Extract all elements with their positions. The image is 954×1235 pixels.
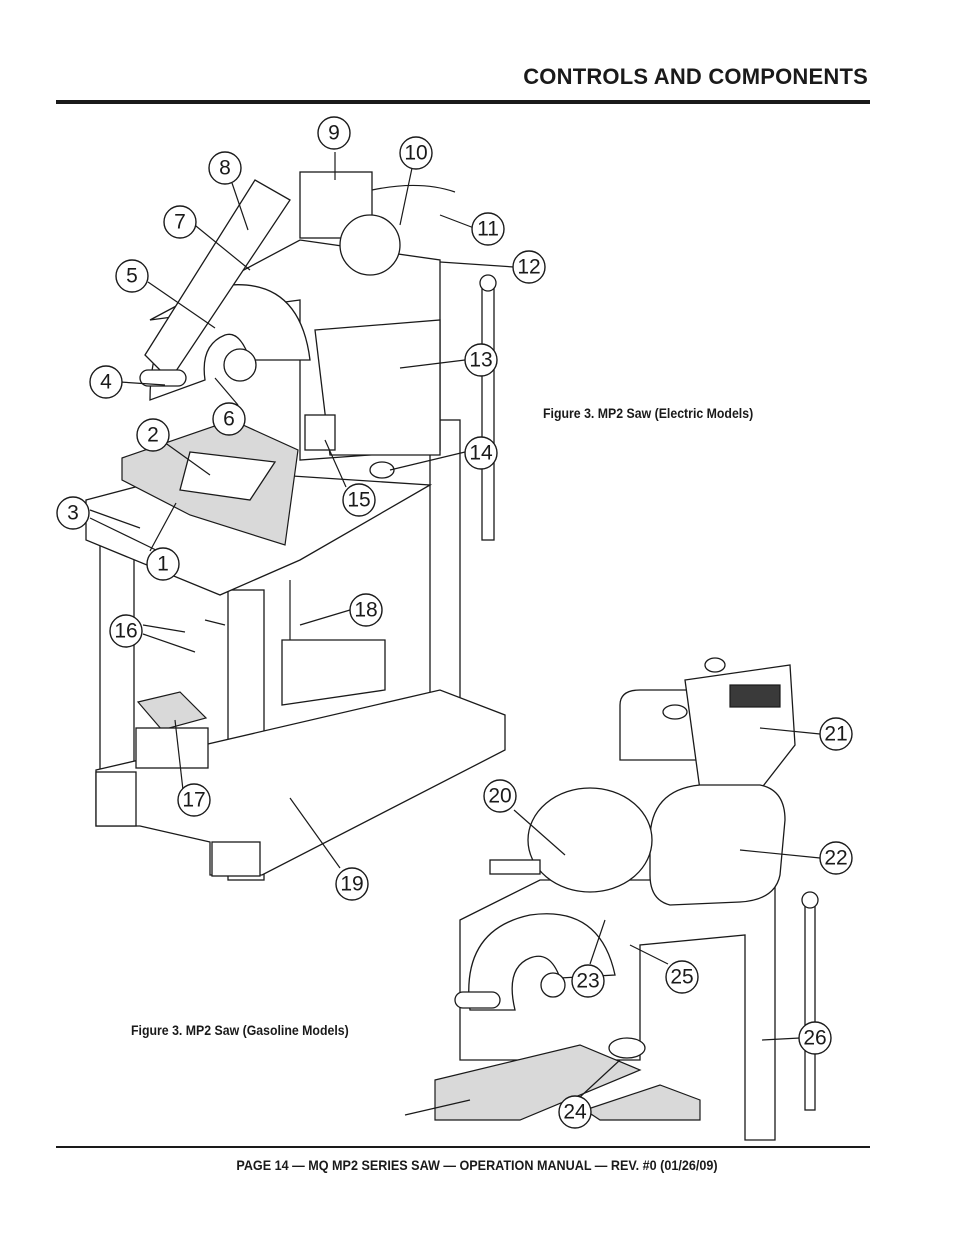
mast-cap [479,274,497,292]
callout-label: 17 [182,789,205,812]
callout-16: 16 [109,614,143,648]
callout-label: 23 [576,970,599,993]
callout-8: 8 [208,151,242,185]
mast [481,279,495,541]
gas-water-pump [608,1037,646,1059]
callout-5: 5 [115,259,149,293]
gas-table-edge [404,1099,471,1116]
electric-saw-drawing [85,171,506,881]
callout-label: 19 [340,873,363,896]
water-pump [304,414,336,451]
callout-17: 17 [177,783,211,817]
callout-label: 13 [469,349,492,372]
callout-22: 22 [819,841,853,875]
callout-23: 23 [571,964,605,998]
callout-label: 16 [114,620,137,643]
base-foot-left [95,771,137,827]
callout-label: 8 [219,157,231,180]
callout-label: 5 [126,265,138,288]
callout-label: 14 [469,442,493,465]
callout-label: 22 [824,847,847,870]
cart-tray [179,451,277,501]
callout-19: 19 [335,867,369,901]
callout-20: 20 [483,779,517,813]
callout-2: 2 [136,418,170,452]
gas-mast-cap [801,891,819,909]
page-title: CONTROLS AND COMPONENTS [523,64,868,89]
callout-label: 9 [328,122,340,145]
foot-pedal [136,691,208,731]
gas-blade-guard [468,913,616,1011]
gas-blade-arbor [540,972,566,998]
callout-label: 12 [517,256,540,279]
callouts: 1 2 3 4 5 6 7 8 9 10 11 12 13 14 15 16 1… [56,116,853,1129]
callout-label: 2 [147,424,159,447]
engine-muffler [729,684,781,708]
pedal-spring [204,619,226,626]
cut-depth-knob [369,461,395,479]
callout-15: 15 [342,483,376,517]
callout-label: 26 [803,1027,826,1050]
callout-10: 10 [399,136,433,170]
gas-handle [454,991,501,1009]
header-divider [56,100,870,104]
callout-7: 7 [163,205,197,239]
callout-label: 24 [563,1101,587,1124]
base-foot [211,841,261,877]
gas-belt-guard [649,784,786,906]
callout-label: 21 [824,723,847,746]
callout-18: 18 [349,593,383,627]
callout-label: 6 [223,408,235,431]
callout-9: 9 [317,116,351,150]
callout-label: 10 [404,142,427,165]
electric-figure-caption: Figure 3. MP2 Saw (Electric Models) [543,405,754,421]
gasoline-figure-caption: Figure 3. MP2 Saw (Gasoline Models) [131,1022,349,1038]
page-footer: PAGE 14 — MQ MP2 SERIES SAW — OPERATION … [236,1157,718,1173]
callout-label: 4 [100,371,112,394]
callout-label: 25 [670,966,693,989]
callout-label: 20 [488,785,511,808]
callout-3: 3 [56,496,90,530]
gasoline-saw-drawing [404,657,819,1141]
fuel-cap [662,704,688,720]
callout-21: 21 [819,717,853,751]
engine [684,664,796,791]
callout-label: 15 [347,489,370,512]
handle [139,369,187,387]
footer-divider [56,1146,870,1148]
blade-arbor [223,348,257,382]
pedal-mount [135,727,209,769]
water-tank [314,319,441,456]
callout-label: 18 [354,599,377,622]
motor [339,214,401,276]
callout-4: 4 [89,365,123,399]
engine-knob [704,657,726,673]
callout-14: 14 [464,436,498,470]
gas-mast [804,894,816,1111]
gas-cart-tray [583,1084,701,1121]
callout-label: 1 [157,553,169,576]
cross-brace [281,639,386,706]
gas-handle-bar [489,859,541,875]
hand-wheel [527,787,653,893]
callout-24: 24 [558,1095,592,1129]
callout-11: 11 [471,212,505,246]
leader-lines [89,152,821,1098]
callout-label: 3 [67,502,79,525]
callout-6: 6 [212,402,246,436]
callout-1: 1 [146,547,180,581]
callout-13: 13 [464,343,498,377]
callout-label: 11 [477,218,499,241]
callout-label: 7 [174,211,186,234]
callout-26: 26 [798,1021,832,1055]
power-cord [371,184,456,193]
callout-12: 12 [512,250,546,284]
gas-conveyor-cart [434,1044,642,1121]
callout-25: 25 [665,960,699,994]
